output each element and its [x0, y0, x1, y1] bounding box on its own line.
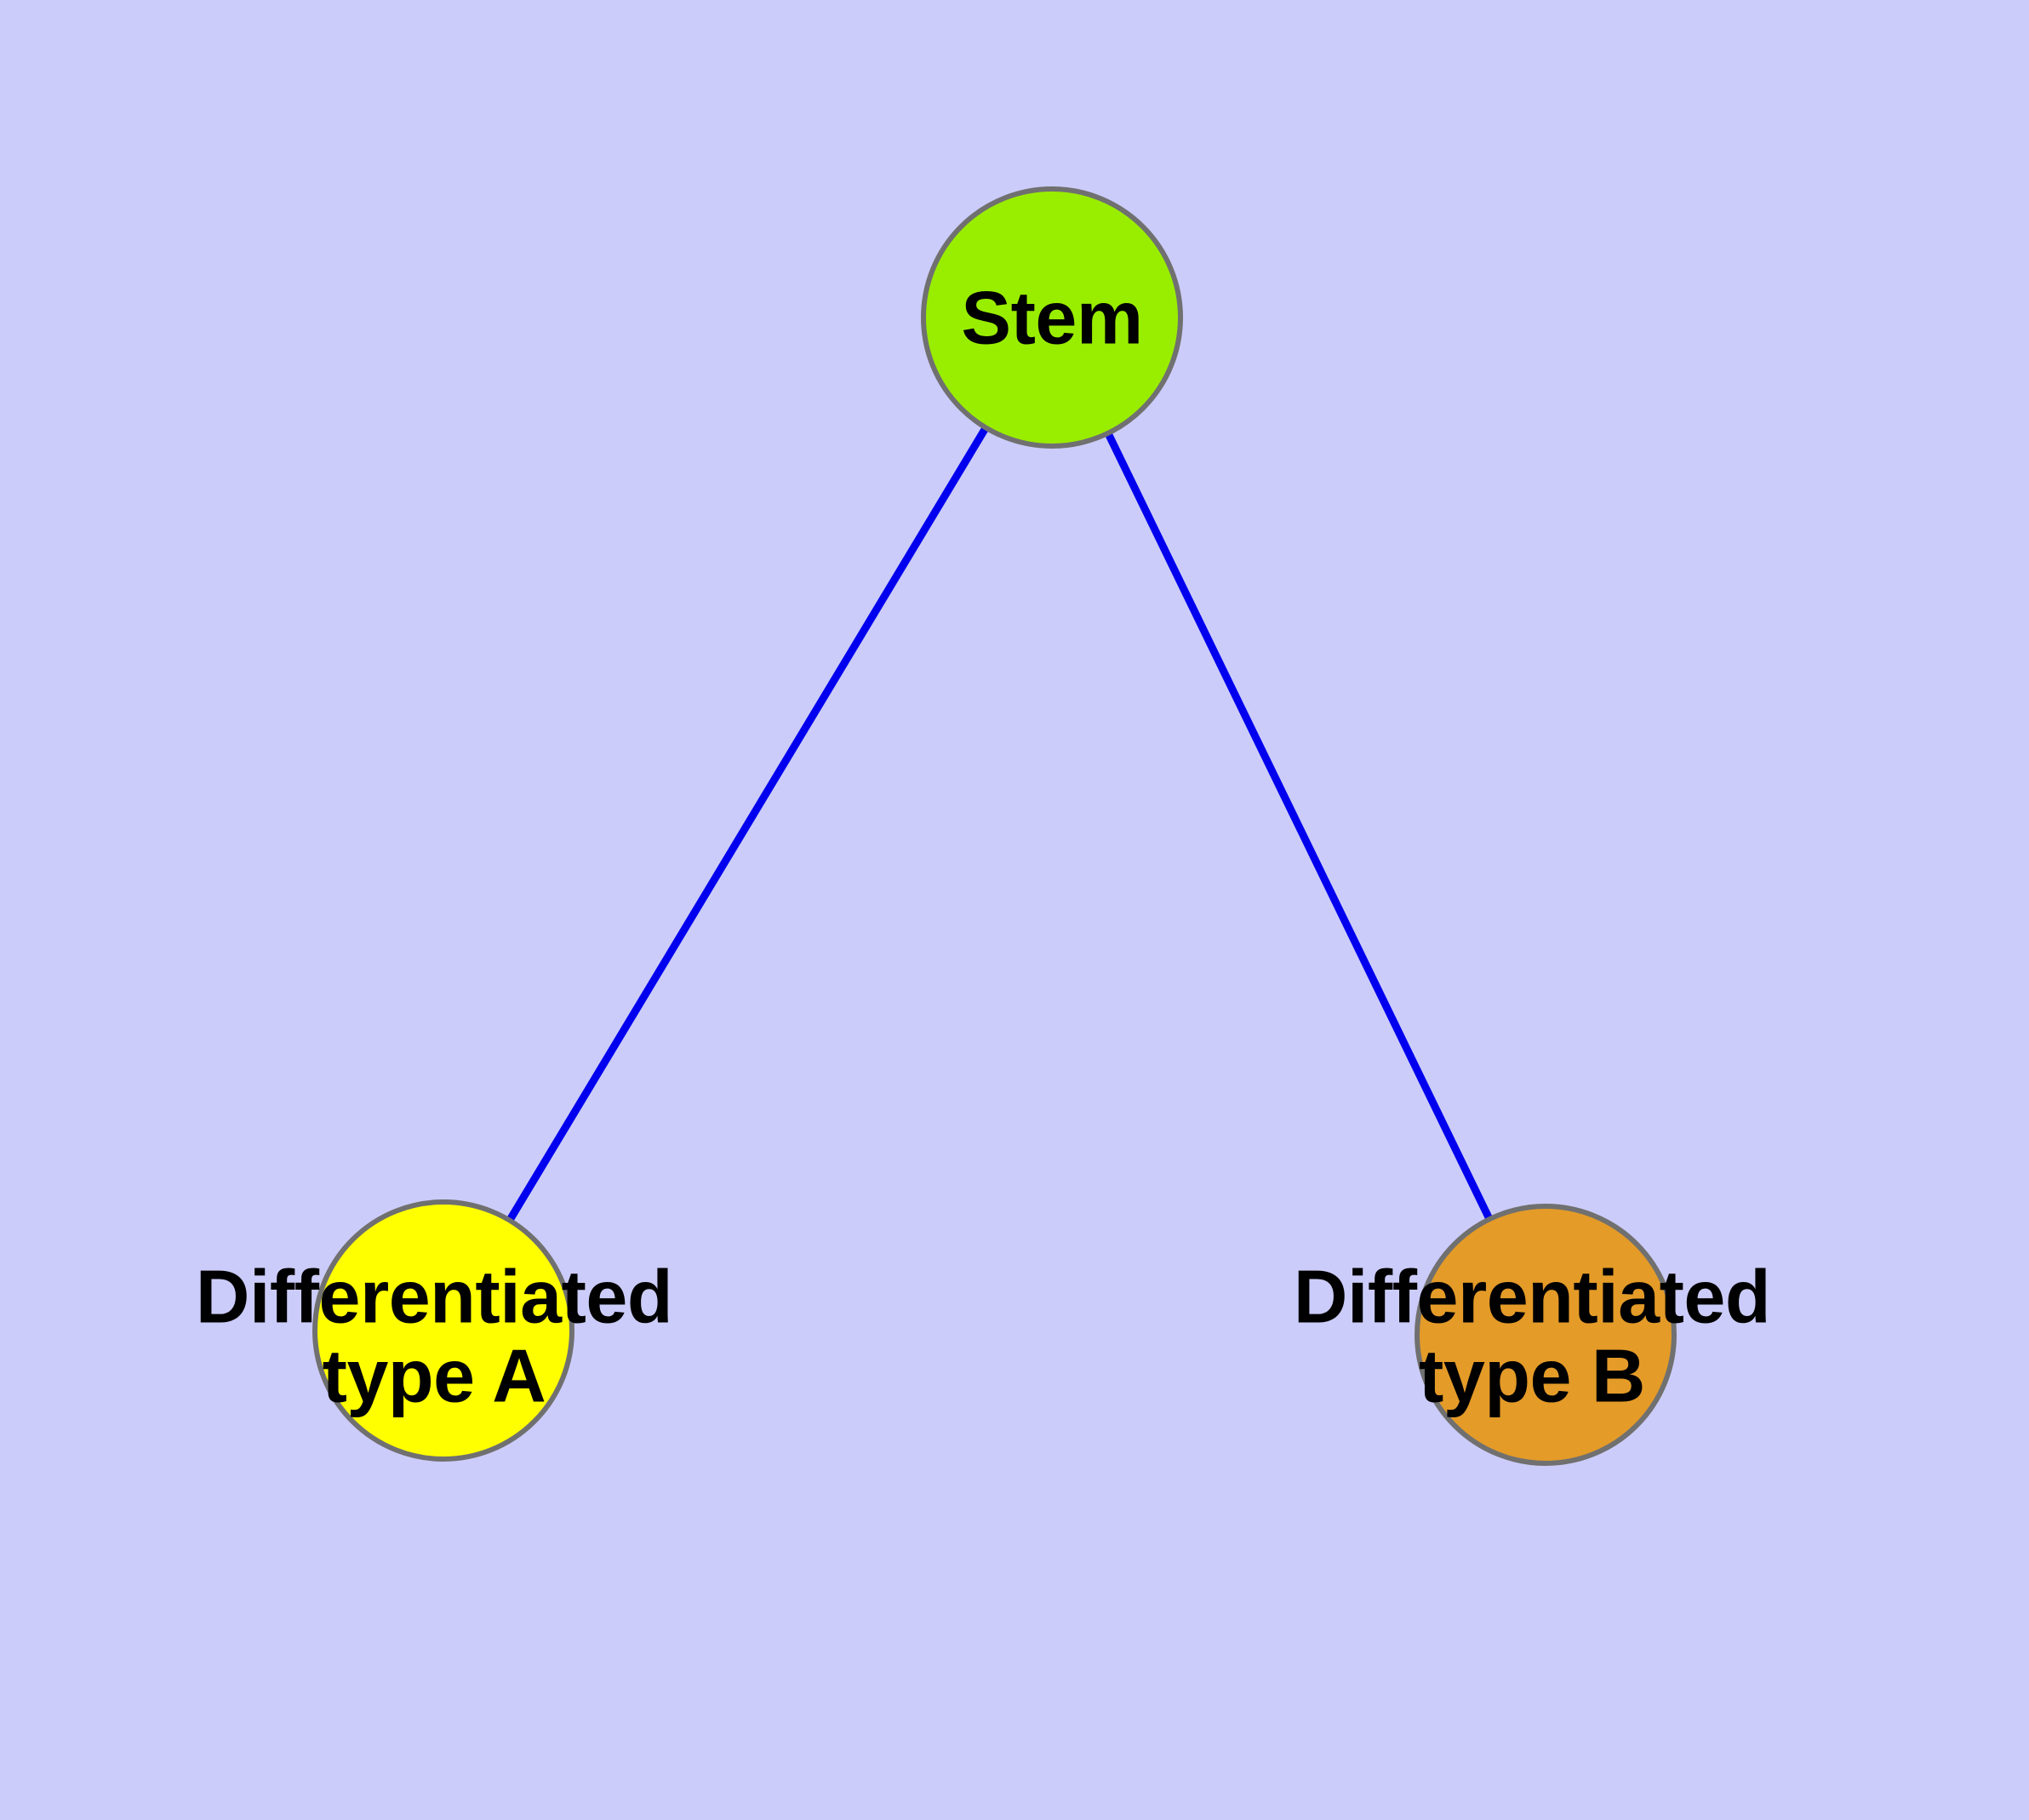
node-layer [312, 186, 1677, 1466]
graph-node-diff_b[interactable] [1415, 1204, 1677, 1466]
graph-node-stem[interactable] [921, 186, 1183, 449]
graph-edge-stem-to-diff_a[interactable] [504, 422, 992, 1226]
graph-edge-stem-to-diff_b[interactable] [1103, 428, 1495, 1224]
edge-layer [504, 422, 1495, 1226]
graph-node-diff_a[interactable] [312, 1199, 574, 1462]
